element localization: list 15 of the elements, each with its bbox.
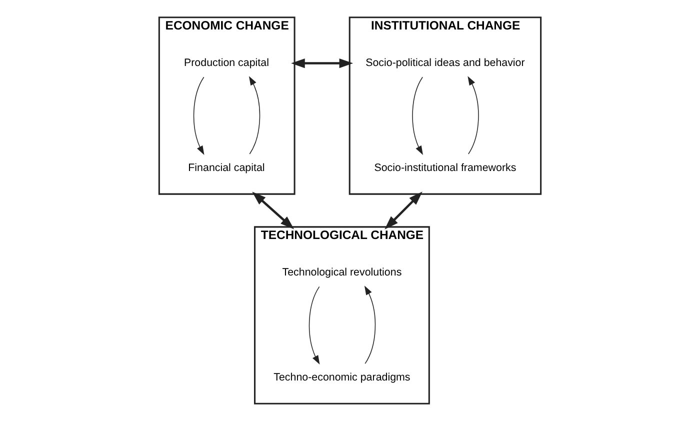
node-text: Techno-economic paradigms	[274, 371, 410, 384]
arrow	[291, 58, 354, 68]
node-text: Socio-institutional frameworks	[374, 162, 516, 174]
arrow	[468, 76, 479, 154]
node-text: Financial capital	[188, 162, 265, 174]
arrow	[248, 76, 260, 154]
node-text: Socio-political ideas and behavior	[366, 57, 525, 70]
arrow	[308, 286, 320, 365]
node-text: Production capital	[184, 57, 269, 70]
node-text: Technological revolutions	[282, 266, 402, 279]
arrow	[384, 192, 422, 230]
arrow	[412, 76, 423, 155]
arrow	[364, 286, 376, 364]
arrow	[193, 76, 204, 155]
arrow	[252, 192, 294, 230]
